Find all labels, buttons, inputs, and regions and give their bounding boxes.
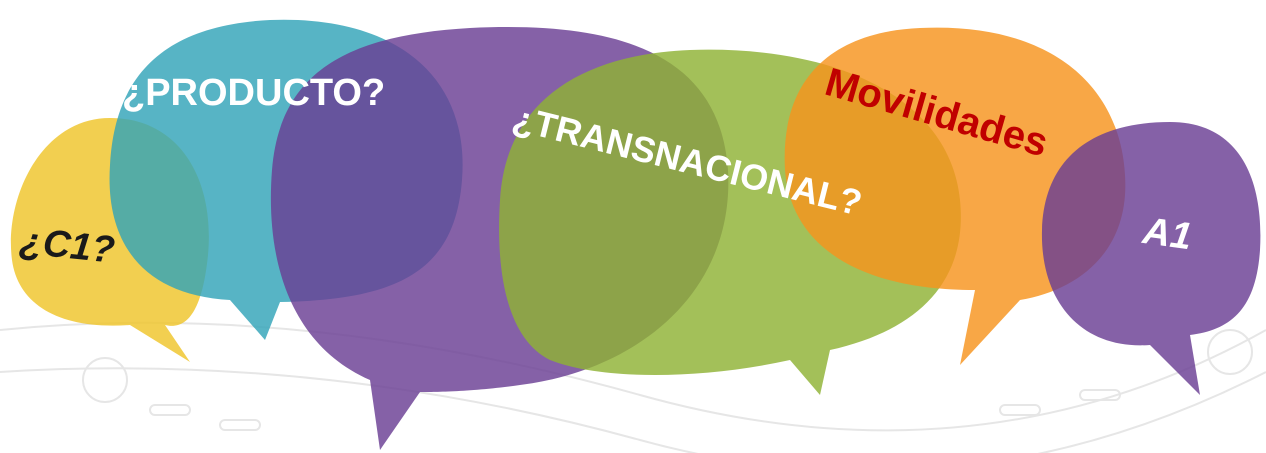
map-pin-icon [82, 357, 128, 403]
bubble-purple-small [1041, 122, 1261, 395]
label-a1: A1 [1140, 210, 1195, 259]
label-c1: ¿C1? [17, 220, 117, 272]
background-sketch [0, 321, 1266, 453]
label-producto: ¿PRODUCTO? [122, 72, 386, 114]
map-pin-icon [1207, 329, 1253, 375]
bubble-orange [784, 27, 1126, 366]
